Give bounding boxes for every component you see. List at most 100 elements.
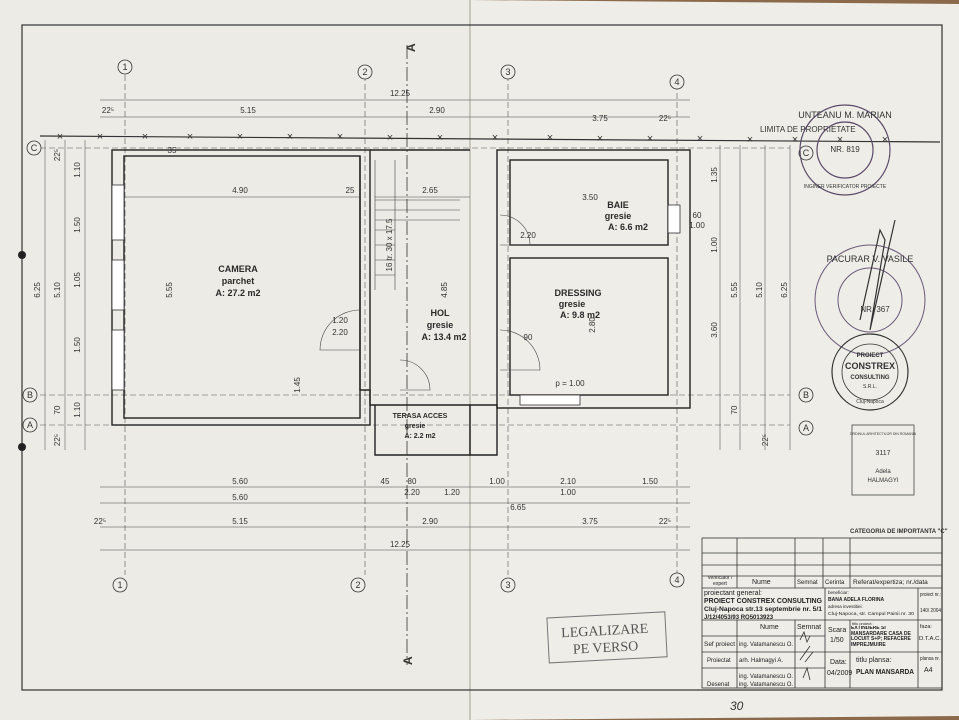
company-stamp: PROIECT CONSTREX CONSULTING S.R.L. Cluj-…: [831, 333, 909, 411]
drawing-frame: [21, 24, 943, 691]
dimensions-left: 22⁵ 1.10 1.50 1.05 1.50 1.10 70 22⁵ 5.10…: [33, 149, 82, 446]
svg-text:1.20: 1.20: [332, 316, 348, 325]
svg-text:Cluj-Napoca str.13 septembrie: Cluj-Napoca str.13 septembrie nr. 5/1: [704, 606, 822, 613]
paper-left-sheet: [0, 0, 470, 720]
importance-category: CATEGORIA DE IMPORTANTA "C": [850, 529, 948, 535]
svg-text:×: ×: [187, 131, 193, 143]
svg-text:×: ×: [237, 131, 243, 143]
dimensions-right: 1.35 1.00 3.60 70 5.55 5.10 6.25 22⁵: [710, 167, 789, 446]
svg-text:2.20: 2.20: [404, 488, 420, 497]
svg-text:70: 70: [730, 405, 739, 414]
svg-text:3.75: 3.75: [582, 517, 598, 526]
svg-text:gresie: gresie: [605, 211, 632, 221]
axis-label-4: 4: [674, 77, 679, 87]
axis-label-3: 3: [505, 67, 510, 77]
axis-label-4: 4: [674, 575, 679, 585]
svg-text:1.45: 1.45: [293, 377, 302, 393]
svg-text:16 tr. 30 x 17.5: 16 tr. 30 x 17.5: [385, 218, 394, 271]
svg-text:A: 9.8 m2: A: 9.8 m2: [560, 310, 600, 320]
axis-markers: [22, 59, 814, 593]
svg-text:Cluj-Napoca, str. Campul Paini: Cluj-Napoca, str. Campul Painii nr. 30: [828, 611, 915, 616]
svg-text:5.55: 5.55: [165, 282, 174, 298]
svg-text:1.00: 1.00: [710, 237, 719, 253]
svg-text:gresie: gresie: [427, 320, 454, 330]
svg-text:TERASA ACCES: TERASA ACCES: [393, 413, 448, 420]
svg-text:2.80: 2.80: [588, 317, 597, 333]
svg-text:Cerinta: Cerinta: [825, 580, 845, 586]
svg-text:arh. Halmagyi A.: arh. Halmagyi A.: [739, 658, 783, 664]
svg-text:Semnat: Semnat: [797, 580, 818, 586]
axis-label-2: 2: [362, 67, 367, 77]
svg-text:22⁵: 22⁵: [102, 106, 114, 115]
svg-text:BANA ADELA FLORINA: BANA ADELA FLORINA: [828, 597, 884, 603]
door-swings: [319, 214, 541, 391]
svg-text:PE VERSO: PE VERSO: [573, 639, 639, 657]
dimensions-interior: 5.55 1.45 4.85 16 tr. 30 x 17.5 2.80 p =…: [165, 211, 705, 393]
svg-text:plansa nr.: plansa nr.: [920, 656, 940, 662]
svg-text:×: ×: [492, 132, 498, 144]
svg-text:BAIE: BAIE: [607, 200, 629, 210]
svg-text:5.15: 5.15: [232, 517, 248, 526]
svg-text:LEGALIZARE: LEGALIZARE: [561, 622, 649, 642]
section-marker-bottom: A: [401, 656, 415, 665]
svg-text:proiect nr.:: proiect nr.:: [920, 592, 941, 598]
svg-text:×: ×: [882, 134, 888, 146]
svg-text:35: 35: [168, 146, 177, 155]
svg-text:ing. Vatamanescu O.: ing. Vatamanescu O.: [739, 682, 793, 688]
svg-text:2.90: 2.90: [429, 106, 445, 115]
svg-text:22⁵: 22⁵: [659, 517, 671, 526]
svg-text:Nume: Nume: [760, 624, 779, 631]
svg-text:1.00: 1.00: [560, 488, 576, 497]
svg-text:CAMERA: CAMERA: [218, 264, 258, 274]
section-marker-top: A: [404, 43, 418, 52]
svg-text:5.60: 5.60: [232, 477, 248, 486]
axis-label-c: C: [31, 143, 38, 153]
svg-text:×: ×: [837, 134, 843, 146]
svg-text:12.25: 12.25: [390, 540, 411, 549]
axis-label-a: A: [803, 423, 809, 433]
svg-text:5.15: 5.15: [240, 106, 256, 115]
svg-text:×: ×: [697, 133, 703, 145]
svg-text:6.25: 6.25: [33, 282, 42, 298]
paper-right-sheet: [470, 0, 959, 720]
svg-text:PACURAR V. VASILE: PACURAR V. VASILE: [827, 254, 914, 264]
svg-text:HOL: HOL: [431, 308, 451, 318]
property-limit-crosses: ××××××××××××××××××: [57, 131, 888, 146]
svg-text:1.50: 1.50: [73, 337, 82, 353]
svg-text:3.60: 3.60: [710, 322, 719, 338]
svg-text:2.20: 2.20: [332, 328, 348, 337]
svg-text:Desenat: Desenat: [707, 682, 730, 688]
svg-text:22⁵: 22⁵: [53, 434, 62, 446]
punch-hole: [18, 251, 26, 259]
axis-label-b: B: [27, 390, 33, 400]
chamber-stamp: ORDINUL ARHITECTILOR DIN ROMANIA 3117 Ad…: [850, 424, 917, 496]
svg-text:×: ×: [142, 131, 148, 143]
svg-text:NR. 819: NR. 819: [830, 145, 860, 154]
room-terasa-acces: TERASA ACCES gresie A: 2.2 m2: [393, 413, 448, 440]
svg-text:Sef proiect: Sef proiect: [704, 642, 735, 648]
svg-text:04/2009: 04/2009: [827, 670, 852, 677]
svg-text:A: 13.4 m2: A: 13.4 m2: [421, 332, 466, 342]
svg-text:A: 2.2 m2: A: 2.2 m2: [404, 433, 435, 440]
svg-text:22⁵: 22⁵: [94, 517, 106, 526]
svg-text:A: 6.6 m2: A: 6.6 m2: [608, 222, 648, 232]
svg-text:gresie: gresie: [405, 423, 426, 430]
property-limit-label: LIMITA DE PROPRIETATE: [760, 125, 856, 134]
room-baie: BAIE gresie A: 6.6 m2: [605, 200, 648, 232]
dimensions-bottom: 5.60 45 80 1.00 2.10 1.50 5.60 2.20 1.20…: [94, 477, 671, 549]
axis-label-b: B: [803, 390, 809, 400]
svg-text:1.10: 1.10: [73, 162, 82, 178]
svg-text:UNTEANU M. MARIAN: UNTEANU M. MARIAN: [798, 110, 892, 120]
svg-text:×: ×: [97, 131, 103, 143]
svg-text:titlu proiect:: titlu proiect:: [852, 621, 872, 626]
room-dressing: DRESSING gresie A: 9.8 m2: [554, 288, 601, 320]
svg-text:×: ×: [597, 133, 603, 145]
svg-text:×: ×: [337, 131, 343, 143]
svg-text:4.90: 4.90: [232, 186, 248, 195]
svg-text:×: ×: [437, 132, 443, 144]
svg-text:J/12/4053/93 RO5013923: J/12/4053/93 RO5013923: [704, 615, 774, 621]
svg-text:2.65: 2.65: [422, 186, 438, 195]
svg-text:Data:: Data:: [830, 659, 847, 666]
axis-label-1: 1: [122, 62, 127, 72]
